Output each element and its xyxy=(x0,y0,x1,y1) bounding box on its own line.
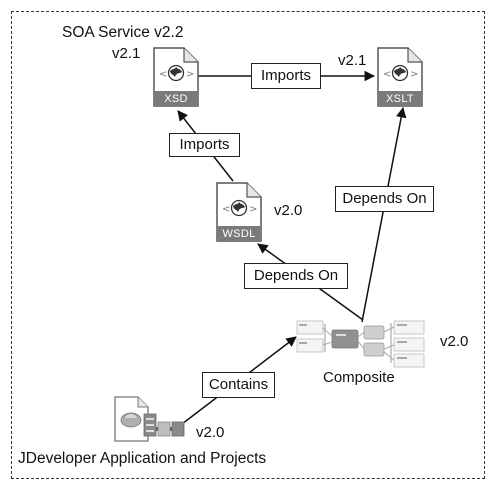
edge-label-composite-depends-xslt: Depends On xyxy=(335,186,434,212)
jdeveloper-application-icon xyxy=(114,396,185,442)
svg-text:>: > xyxy=(186,69,194,80)
xslt-document-icon: < > xyxy=(377,47,423,107)
jdev-label: JDeveloper Application and Projects xyxy=(18,450,267,467)
xslt-version: v2.1 xyxy=(338,52,367,69)
edge-composite-depends-xslt xyxy=(361,106,407,323)
composite-label: Composite xyxy=(323,369,395,386)
xsd-document-icon: < > xyxy=(153,47,199,107)
edge-label-jdev-contains-composite: Contains xyxy=(202,372,275,398)
diagram-title: SOA Service v2.2 xyxy=(62,24,184,41)
svg-text:>: > xyxy=(249,204,257,215)
wsdl-version: v2.0 xyxy=(274,202,303,219)
svg-text:<: < xyxy=(383,69,391,80)
xslt-tag: XSLT xyxy=(386,93,414,105)
edge-label-xsd-imports-xslt: Imports xyxy=(251,63,321,89)
svg-text:<: < xyxy=(159,69,167,80)
jdev-version: v2.0 xyxy=(196,424,225,441)
svg-text:>: > xyxy=(410,69,418,80)
wsdl-tag: WSDL xyxy=(222,228,256,240)
xsd-version: v2.1 xyxy=(112,45,141,62)
xsd-tag: XSD xyxy=(164,93,188,105)
edge-label-composite-depends-wsdl: Depends On xyxy=(244,263,348,289)
soa-service-boundary xyxy=(11,11,485,479)
svg-text:<: < xyxy=(222,204,230,215)
edge-label-wsdl-imports-xsd: Imports xyxy=(169,133,240,157)
composite-diagram-icon xyxy=(296,320,425,368)
wsdl-document-icon: < > xyxy=(216,182,262,242)
composite-version: v2.0 xyxy=(440,333,469,350)
